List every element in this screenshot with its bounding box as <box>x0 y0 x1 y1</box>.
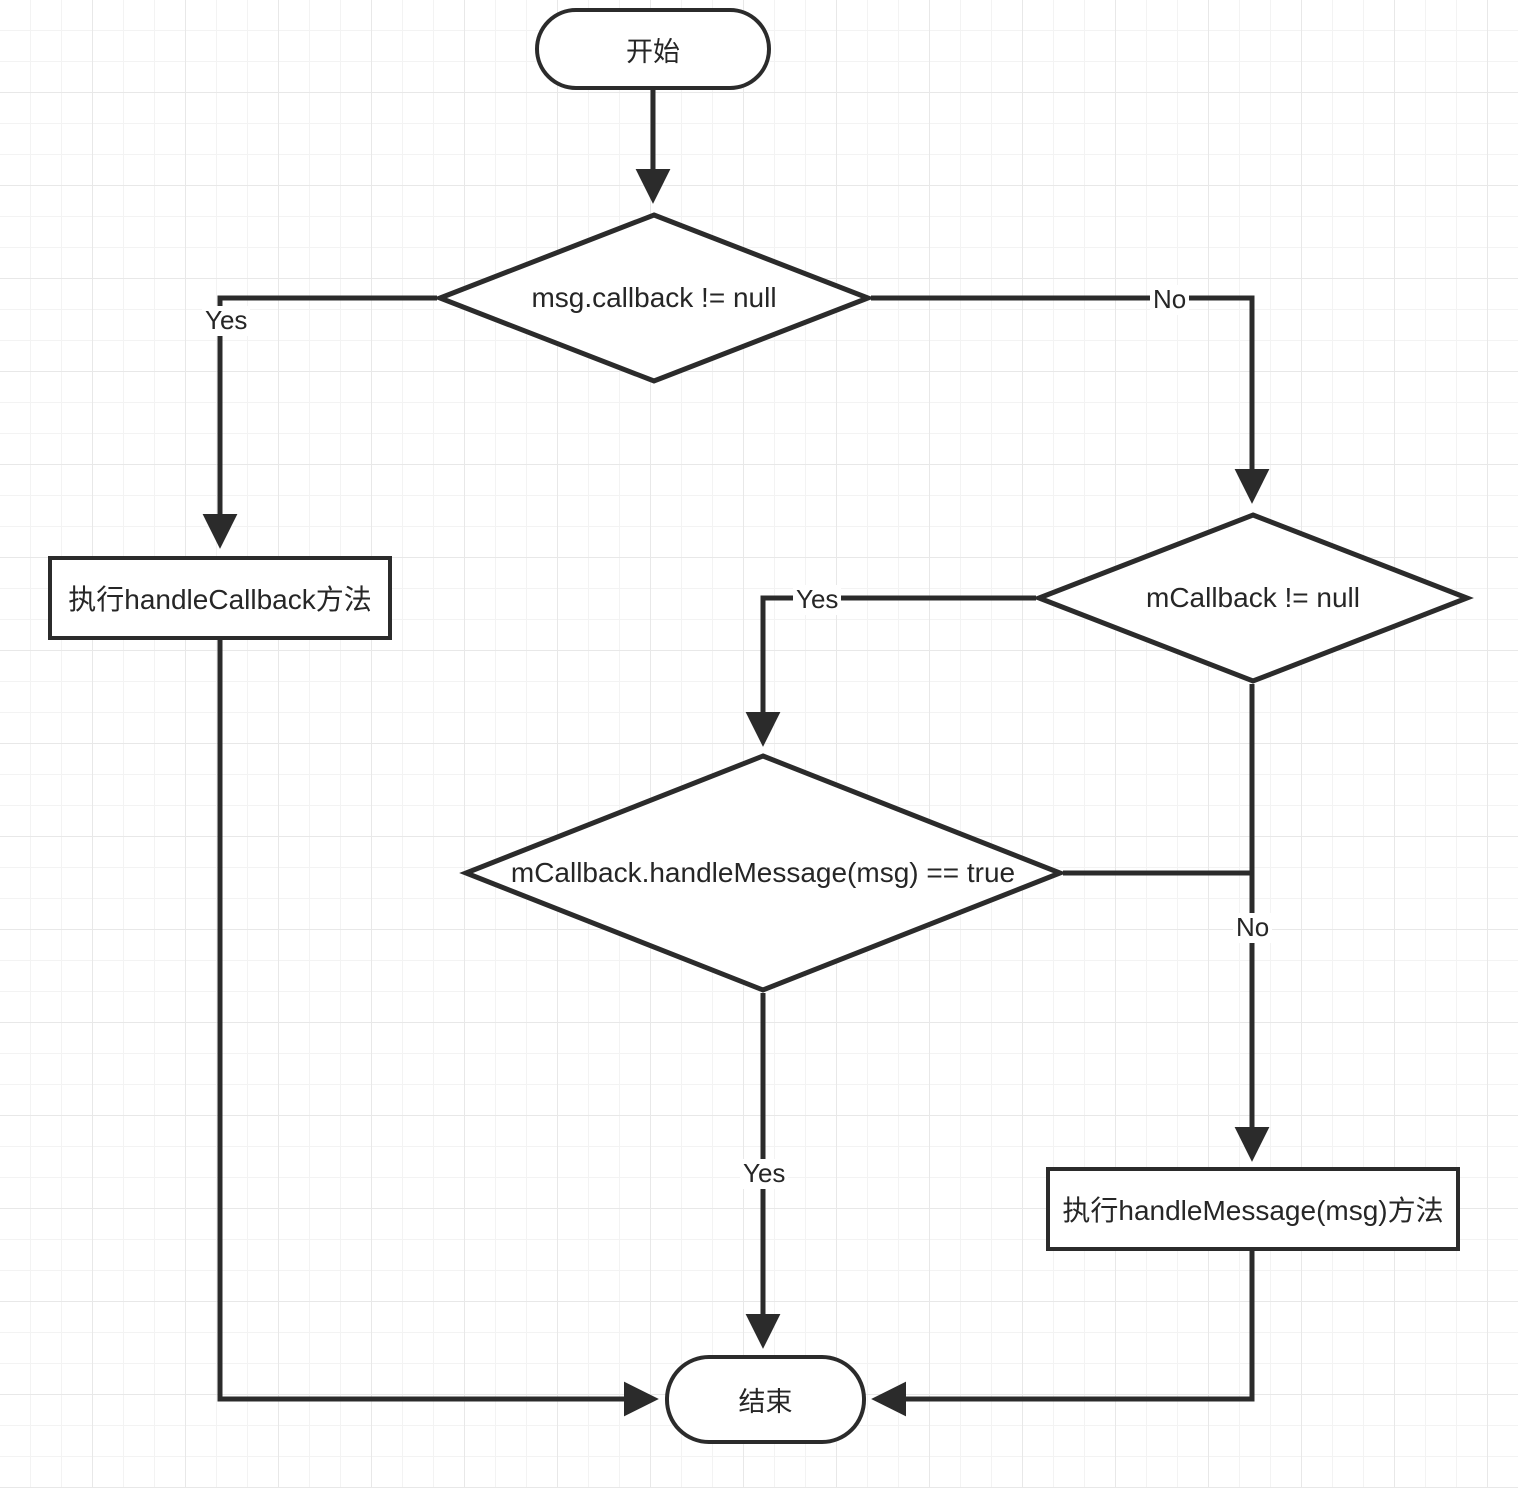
node-decision-msg-callback-label: msg.callback != null <box>531 282 777 313</box>
edge-handlemessagebox-to-end <box>871 1250 1255 1417</box>
edge-msgcallback-no <box>871 295 1270 504</box>
edge-handlecallback-to-end <box>217 640 659 1417</box>
edge-label-msgcallback-yes: Yes <box>202 305 251 336</box>
node-process-handle-callback-label: 执行handleCallback方法 <box>68 584 372 615</box>
node-end[interactable]: 结束 <box>665 1355 866 1444</box>
edge-label-mcallback-yes: Yes <box>793 584 842 615</box>
decision-shape <box>1032 512 1474 684</box>
node-process-handle-callback[interactable]: 执行handleCallback方法 <box>48 556 392 640</box>
node-end-label: 结束 <box>738 1387 793 1417</box>
node-decision-mcallback[interactable]: mCallback != null <box>1032 512 1474 684</box>
node-process-handle-message[interactable]: 执行handleMessage(msg)方法 <box>1046 1167 1460 1251</box>
node-decision-msg-callback[interactable]: msg.callback != null <box>433 212 875 384</box>
decision-shape <box>433 212 875 384</box>
node-start-label: 开始 <box>626 36 680 67</box>
edge-label-handlemessage-yes: Yes <box>740 1158 789 1189</box>
node-decision-handle-message-result-label: mCallback.handleMessage(msg) == true <box>510 857 1016 888</box>
edge-label-msgcallback-no: No <box>1150 284 1190 315</box>
decision-shape <box>459 753 1067 993</box>
node-decision-handle-message-result[interactable]: mCallback.handleMessage(msg) == true <box>459 753 1067 993</box>
node-decision-mcallback-label: mCallback != null <box>1146 582 1360 613</box>
edge-msgcallback-yes <box>202 295 437 549</box>
node-process-handle-message-label: 执行handleMessage(msg)方法 <box>1062 1195 1444 1226</box>
node-start[interactable]: 开始 <box>535 8 771 90</box>
edge-mcallback-yes <box>745 595 1036 747</box>
edge-label-mcallback-no: No <box>1233 912 1273 943</box>
